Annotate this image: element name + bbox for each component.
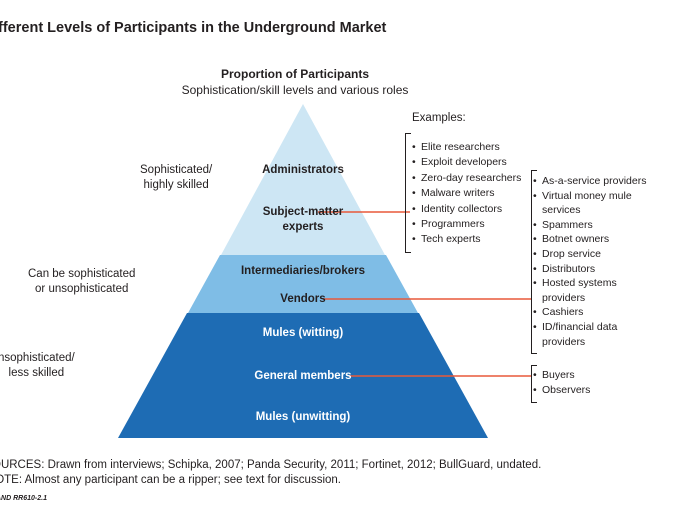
tier-label-vendors: Vendors xyxy=(280,293,326,305)
list-item: Cashiers xyxy=(533,305,646,320)
examples-list-experts: Elite researchers Exploit developers Zer… xyxy=(412,140,521,248)
tier-top xyxy=(221,104,385,255)
side-label-top: Sophisticated/highly skilled xyxy=(140,164,213,191)
tier-label-administrators: Administrators xyxy=(262,164,344,176)
tier-label-general-members: General members xyxy=(254,370,352,382)
bracket-members xyxy=(531,365,537,403)
tier-bottom xyxy=(118,313,488,438)
footnote: IOTE: Almost any participant can be a ri… xyxy=(0,474,341,486)
list-item: Distributors xyxy=(533,262,646,277)
list-item: Spammers xyxy=(533,218,646,233)
pyramid-subheader: Sophistication/skill levels and various … xyxy=(181,83,409,97)
list-item: Buyers xyxy=(533,368,590,384)
list-item: As-a-service providers xyxy=(533,174,646,189)
list-item: Observers xyxy=(533,383,590,399)
list-item: Identity collectors xyxy=(412,202,521,218)
figure-id: AND RR610-2.1 xyxy=(0,495,47,502)
sources-note: OURCES: Drawn from interviews; Schipka, … xyxy=(0,459,542,471)
examples-label: Examples: xyxy=(412,112,466,124)
list-item: Drop service xyxy=(533,247,646,262)
tier-label-mules-witting: Mules (witting) xyxy=(262,327,344,339)
tier-label-intermediaries: Intermediaries/brokers xyxy=(240,265,365,277)
list-item: Malware writers xyxy=(412,186,521,202)
list-item: Elite researchers xyxy=(412,140,521,156)
list-item: Programmers xyxy=(412,217,521,233)
side-label-bottom: nsophisticated/less skilled xyxy=(0,352,75,379)
examples-list-vendors: As-a-service providers Virtual money mul… xyxy=(533,174,646,349)
bracket-experts xyxy=(405,133,411,253)
list-item: Exploit developers xyxy=(412,155,521,171)
figure-title: ifferent Levels of Participants in the U… xyxy=(0,20,387,36)
examples-list-members: Buyers Observers xyxy=(533,368,590,399)
list-item: Tech experts xyxy=(412,232,521,248)
bracket-vendors xyxy=(531,170,537,354)
pyramid-header: Proportion of Participants xyxy=(220,67,369,81)
list-item: Zero-day researchers xyxy=(412,171,521,187)
list-item: Botnet owners xyxy=(533,232,646,247)
tier-label-mules-unwitting: Mules (unwitting) xyxy=(255,411,351,423)
